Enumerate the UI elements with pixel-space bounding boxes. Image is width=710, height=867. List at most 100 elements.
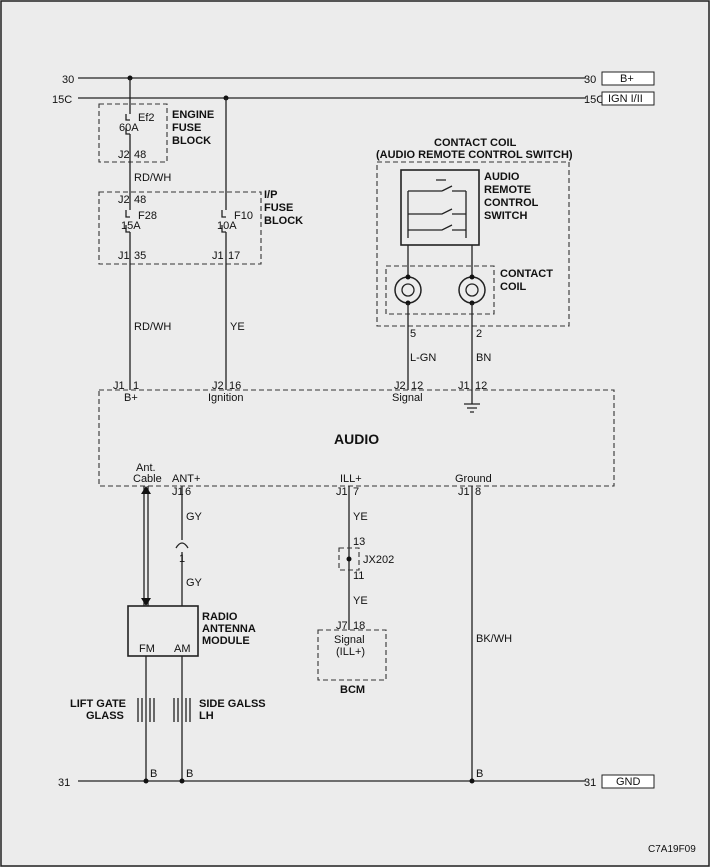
fuse-symbol bbox=[125, 114, 130, 135]
coil-right-inner bbox=[465, 283, 479, 297]
fuse-symbol bbox=[125, 210, 130, 233]
bcm-box bbox=[317, 629, 387, 681]
bus-b-plus-number: 30 bbox=[62, 74, 74, 86]
audio-pin3-pin: 12 bbox=[411, 380, 423, 392]
audio-pin1-conn: J1 bbox=[113, 380, 125, 392]
audio-ant-cable-2: Cable bbox=[133, 473, 162, 485]
audio-pin4-conn: J1 bbox=[458, 380, 470, 392]
audio-ill-conn: J1 bbox=[336, 486, 348, 498]
ip-fuse-f10-pin: 17 bbox=[228, 250, 240, 262]
audio-ant-cable-1: Ant. bbox=[136, 462, 156, 474]
junction-dot bbox=[346, 556, 352, 562]
wire-color-label: L-GN bbox=[410, 352, 436, 364]
audio-pin2-conn: J2 bbox=[212, 380, 224, 392]
junction-dot bbox=[143, 778, 149, 784]
arrow-up-icon bbox=[141, 486, 151, 494]
coil-inner-box bbox=[385, 265, 495, 315]
coil-pin-right: 2 bbox=[476, 328, 482, 340]
bcm-signal-sub: (ILL+) bbox=[336, 646, 365, 658]
bus-gnd-label: GND bbox=[616, 776, 641, 788]
antenna-left-label-1: LIFT GATE bbox=[70, 698, 126, 710]
audio-pin3-name: Signal bbox=[392, 392, 423, 404]
ip-fuse-f28-id: F28 bbox=[138, 210, 157, 222]
ip-fuse-f28-rating: 15A bbox=[121, 220, 141, 232]
inline-connector-symbol bbox=[175, 542, 189, 549]
engine-fuse-block-box bbox=[98, 103, 168, 163]
chassis-ground-icon bbox=[464, 390, 480, 413]
contact-coil-title: CONTACT COIL bbox=[434, 137, 517, 149]
engine-fuse-id: Ef2 bbox=[138, 112, 155, 124]
ip-fuse-title-3: BLOCK bbox=[264, 215, 303, 227]
fuse-symbol bbox=[221, 210, 226, 233]
bus-gnd-tag bbox=[601, 774, 655, 789]
wire-color-label: BN bbox=[476, 352, 491, 364]
ip-fuse-title-2: FUSE bbox=[264, 202, 293, 214]
audio-gnd-name: Ground bbox=[455, 473, 492, 485]
junction-dot bbox=[469, 778, 475, 784]
antenna-element-icon bbox=[137, 698, 155, 722]
jx202-pin-bottom: 11 bbox=[353, 570, 364, 582]
arrow-down-icon bbox=[141, 598, 151, 606]
wire-color-label: BK/WH bbox=[476, 633, 512, 645]
bcm-signal: Signal bbox=[334, 634, 365, 646]
antenna-right-label-2: LH bbox=[199, 710, 214, 722]
radio-antenna-title-1: RADIO bbox=[202, 611, 238, 623]
switch-label-3: CONTROL bbox=[484, 197, 539, 209]
bcm-title: BCM bbox=[340, 684, 365, 696]
switch-label-4: SWITCH bbox=[484, 210, 527, 222]
radio-antenna-title-3: MODULE bbox=[202, 635, 250, 647]
jx202-box bbox=[338, 547, 360, 571]
radio-antenna-am: AM bbox=[174, 643, 191, 655]
ground-b-label: B bbox=[186, 768, 193, 780]
bus-ign-tag bbox=[601, 91, 655, 106]
ground-b-label: B bbox=[476, 768, 483, 780]
junction-dot bbox=[405, 274, 411, 280]
ip-fuse-top-pin: 48 bbox=[134, 194, 146, 206]
remote-switch-box bbox=[400, 169, 480, 246]
audio-antp-conn: J1 bbox=[172, 486, 184, 498]
bus-gnd-number-right: 31 bbox=[584, 777, 596, 789]
wire-color-label: RD/WH bbox=[134, 321, 171, 333]
ip-fuse-f10-rating: 10A bbox=[217, 220, 237, 232]
radio-antenna-fm: FM bbox=[139, 643, 155, 655]
figure-code: C7A19F09 bbox=[648, 844, 696, 855]
radio-antenna-module-box bbox=[127, 605, 199, 657]
coil-label-1: CONTACT bbox=[500, 268, 553, 280]
audio-gnd-pin: 8 bbox=[475, 486, 481, 498]
ip-fuse-f10-id: F10 bbox=[234, 210, 253, 222]
audio-pin4-pin: 12 bbox=[475, 380, 487, 392]
junction-dot bbox=[469, 274, 475, 280]
audio-pin1-pin: 1 bbox=[133, 380, 139, 392]
bcm-pin: 18 bbox=[353, 620, 365, 632]
inline-connector-pin: 1 bbox=[179, 553, 185, 565]
ip-fuse-f10-conn: J1 bbox=[212, 250, 224, 262]
coil-label-2: COIL bbox=[500, 281, 527, 293]
ip-fuse-block-box bbox=[98, 191, 262, 265]
antenna-cable bbox=[143, 486, 149, 606]
audio-ill-pin: 7 bbox=[353, 486, 359, 498]
bcm-conn: J7 bbox=[336, 620, 348, 632]
wire-color-label: YE bbox=[353, 595, 368, 607]
antenna-element-icon bbox=[173, 698, 191, 722]
audio-pin3-conn: J2 bbox=[394, 380, 406, 392]
bus-b-plus-tag bbox=[601, 71, 655, 86]
wire-color-label: YE bbox=[230, 321, 245, 333]
bus-b-plus-number-right: 30 bbox=[584, 74, 596, 86]
wire-color-label: YE bbox=[353, 511, 368, 523]
switch-label-2: REMOTE bbox=[484, 184, 531, 196]
ip-fuse-top-conn: J2 bbox=[118, 194, 130, 206]
coil-left-inner bbox=[401, 283, 415, 297]
jx202-name: JX202 bbox=[363, 554, 394, 566]
junction-dot bbox=[179, 778, 185, 784]
wire-color-label: GY bbox=[186, 577, 203, 589]
bus-ign-number: 15C bbox=[52, 94, 72, 106]
engine-fuse-conn: J2 bbox=[118, 149, 130, 161]
antenna-left-label-2: GLASS bbox=[86, 710, 124, 722]
engine-fuse-rating: 60A bbox=[119, 122, 139, 134]
engine-fuse-title-2: FUSE bbox=[172, 122, 201, 134]
contact-coil-subtitle: (AUDIO REMOTE CONTROL SWITCH) bbox=[376, 149, 573, 161]
audio-pin1-name: B+ bbox=[124, 392, 138, 404]
